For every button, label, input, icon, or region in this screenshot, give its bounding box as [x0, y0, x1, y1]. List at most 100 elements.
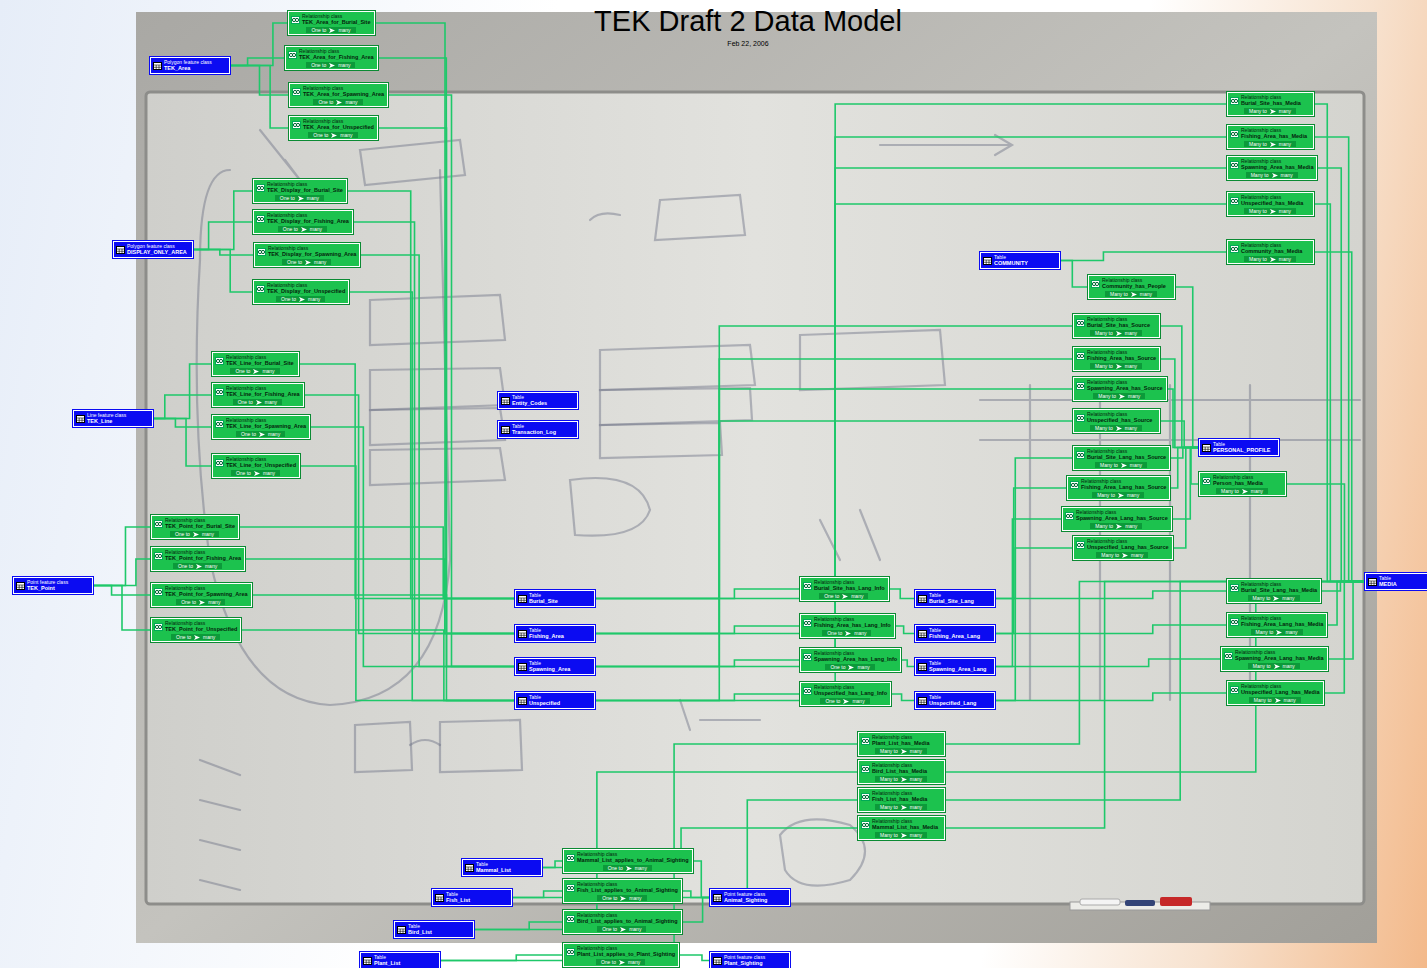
class-type: Relationship class — [814, 684, 887, 690]
class-name: Burial_Site_has_Lang_Info — [814, 585, 885, 592]
class-name: Plant_List — [374, 960, 400, 967]
class-type: Relationship class — [1087, 448, 1166, 454]
relationship-class-box: Relationship classTEK_Area_for_Spawning_… — [289, 83, 388, 107]
class-name: Fishing_Area — [529, 633, 564, 640]
relationship-line — [1175, 287, 1199, 448]
relationship-icon — [154, 588, 163, 596]
cardinality: many — [1283, 663, 1295, 669]
relationship-icon — [1070, 481, 1079, 489]
class-name: Spawning_Area_Lang_has_Source — [1076, 515, 1168, 522]
class-type: Relationship class — [1087, 316, 1150, 322]
class-name: Spawning_Area_has_Source — [1087, 385, 1163, 392]
relationship-class-box: Relationship classTEK_Point_for_Fishing_… — [151, 547, 245, 571]
relationship-class-box: Relationship classTEK_Line_for_Spawning_… — [212, 415, 310, 439]
class-type: Relationship class — [1213, 474, 1263, 480]
class-type: Table — [929, 592, 974, 598]
class-name: TEK_Line_for_Unspecified — [226, 462, 296, 469]
relationship-icon — [803, 582, 812, 590]
relationship-icon — [1076, 541, 1085, 549]
cardinality-arrow — [1270, 142, 1276, 147]
feature-class-box: TableCOMMUNITY — [980, 252, 1060, 269]
cardinality-arrow — [299, 297, 305, 302]
relationship-icon — [1076, 382, 1085, 390]
relationship-class-box: Relationship classBird_List_applies_to_A… — [563, 910, 682, 934]
cardinality: Many to — [1254, 697, 1272, 703]
relationship-line — [300, 466, 515, 701]
relationship-line — [595, 168, 1227, 667]
relationship-class-box: Relationship classTEK_Display_for_Fishin… — [253, 210, 353, 234]
cardinality: One to — [235, 368, 250, 374]
cardinality-arrow — [1116, 524, 1122, 529]
relationship-class-box: Relationship classTEK_Point_for_Unspecif… — [151, 618, 241, 642]
cardinality: One to — [824, 593, 839, 599]
relationship-line — [93, 586, 151, 631]
relationship-line — [193, 250, 254, 256]
class-name: TEK_Display_for_Spawning_Area — [268, 251, 356, 258]
class-type: Relationship class — [226, 354, 294, 360]
cardinality: One to — [283, 226, 298, 232]
class-name: Fish_List — [446, 897, 470, 904]
class-type: Table — [1379, 575, 1397, 581]
class-name: TEK_Area_for_Spawning_Area — [303, 91, 384, 98]
relationship-line — [1327, 582, 1365, 626]
relationship-class-box: Relationship classFishing_Area_Lang_has_… — [1067, 476, 1170, 500]
cardinality: many — [635, 865, 647, 871]
cardinality: many — [629, 926, 641, 932]
class-type: Table — [1213, 441, 1270, 447]
cardinality-arrow — [1118, 493, 1124, 498]
class-icon — [16, 582, 25, 590]
relationship-line — [595, 626, 800, 634]
diagram-date: Feb 22, 2006 — [598, 40, 898, 48]
class-name: TEK_Point_for_Fishing_Area — [165, 555, 241, 562]
cardinality: Many to — [880, 804, 898, 810]
relationship-line — [595, 104, 1227, 599]
class-name: Transaction_Log — [512, 429, 556, 436]
class-type: Relationship class — [577, 945, 675, 951]
relationship-icon — [861, 737, 870, 745]
marker-scribbles — [197, 130, 1360, 890]
relationship-class-box: Relationship classBurial_Site_has_MediaM… — [1227, 92, 1314, 116]
relationship-line — [353, 222, 515, 634]
relationship-icon — [257, 248, 266, 256]
class-name: Plant_List_applies_to_Plant_Sighting — [577, 951, 675, 958]
class-type: Relationship class — [303, 85, 384, 91]
cardinality-arrow — [1121, 463, 1127, 468]
cardinality: many — [852, 698, 864, 704]
relationship-line — [230, 58, 285, 66]
cardinality-arrow — [620, 927, 626, 932]
relationship-line — [230, 66, 289, 96]
cardinality: Many to — [880, 832, 898, 838]
class-icon — [501, 397, 510, 405]
class-name: Spawning_Area_Lang_has_Media — [1235, 655, 1324, 662]
cardinality: One to — [241, 431, 256, 437]
relationship-class-box: Relationship classSpawning_Area_Lang_has… — [1221, 647, 1328, 671]
relationship-line — [945, 582, 1365, 829]
class-type: Relationship class — [165, 549, 241, 555]
feature-class-box: Point feature classPlant_Sighting — [710, 952, 790, 968]
cardinality: Many to — [1095, 425, 1113, 431]
class-type: Relationship class — [1102, 277, 1166, 283]
relationship-line — [1328, 582, 1365, 660]
relationship-icon — [1065, 512, 1074, 520]
cardinality: many — [338, 27, 350, 33]
relationship-icon — [154, 623, 163, 631]
relationship-line — [595, 359, 1073, 634]
relationship-icon — [803, 619, 812, 627]
relationship-line — [349, 292, 515, 701]
cardinality: many — [628, 959, 640, 965]
class-type: Relationship class — [577, 912, 678, 918]
cardinality-arrow — [619, 960, 625, 965]
class-name: Mammal_List_has_Media — [872, 824, 938, 831]
feature-class-box: TableMammal_List — [462, 859, 542, 876]
class-type: Relationship class — [268, 245, 356, 251]
class-type: Relationship class — [226, 417, 306, 423]
cardinality: One to — [602, 895, 617, 901]
cardinality: many — [1131, 552, 1143, 558]
relationship-line — [889, 589, 915, 599]
relationship-line — [93, 527, 151, 586]
relationship-class-box: Relationship classTEK_Display_for_Unspec… — [253, 280, 349, 304]
relationship-icon — [1230, 584, 1239, 592]
class-name: Plant_Sighting — [724, 960, 765, 967]
relationship-line — [901, 660, 915, 667]
relationship-icon — [803, 653, 812, 661]
